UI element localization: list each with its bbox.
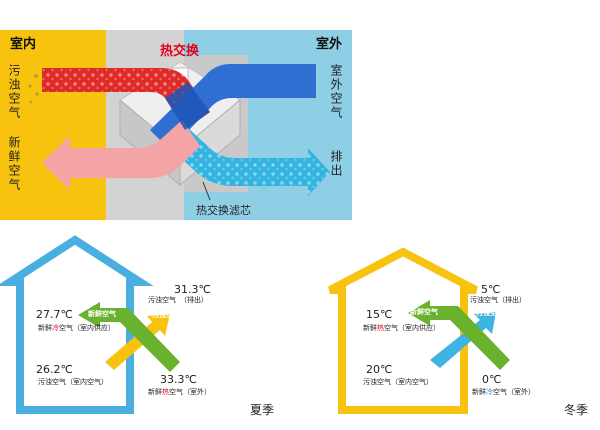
exhaust-flow-dots (168, 128, 330, 196)
summer-indoor-top-temp: 27.7℃ (36, 308, 73, 321)
summer-outdoor-bottom-temp: 33.3℃ (160, 373, 197, 386)
summer-outdoor-bottom-text-c: 空气（室外） (169, 388, 211, 396)
winter-dirty-arrow (430, 312, 496, 368)
filter-label: 热交换滤芯 (196, 204, 251, 217)
summer-fresh-arrow-label: 新鲜空气 (88, 310, 116, 318)
summer-indoor-top-text-c: 空气（室内供应） (59, 324, 115, 332)
winter-indoor-top-text-c: 空气（室内供应） (384, 324, 440, 332)
winter-indoor-bottom-temp: 20℃ (366, 363, 393, 376)
winter-season-label: 冬季 (564, 403, 589, 417)
winter-indoor-top-text-b: 热 (377, 324, 384, 332)
winter-dirty-arrow-label: 污浊空气 (476, 309, 504, 317)
summer-outdoor-top-line2: （排出） (180, 296, 208, 304)
winter-outdoor-bottom-temp: 0℃ (482, 373, 502, 386)
winter-fresh-arrow-label: 新鲜空气 (410, 308, 438, 316)
summer-fresh-arrow (78, 302, 180, 372)
summer-season-label: 夏季 (250, 403, 275, 417)
summer-indoor-bottom-text: 污浊空气（室内空气） (38, 378, 108, 386)
summer-house (0, 235, 154, 414)
summer-indoor-bottom-temp: 26.2℃ (36, 363, 73, 376)
summer-outdoor-bottom-text-a: 新鲜 (148, 388, 162, 396)
indoor-panel (0, 30, 106, 220)
winter-fresh-arrow (408, 300, 510, 370)
fresh-air-flow-pink (42, 120, 200, 190)
summer-dirty-arrow-label: 污浊空气 (152, 311, 180, 319)
dirty-air-flow-dots (42, 68, 210, 130)
winter-indoor-top-text: 新鲜热空气（室内供应） (363, 325, 440, 332)
summer-indoor-top-text-a: 新鲜 (38, 324, 52, 332)
fresh-air-label: 新鲜空气 (7, 136, 21, 192)
dirty-air-dots (28, 74, 39, 104)
outdoor-label: 室外 (316, 37, 343, 52)
winter-outdoor-bottom-text-a: 新鲜 (472, 388, 486, 396)
winter-outdoor-top-temp: 5℃ (481, 283, 501, 296)
winter-indoor-top-temp: 15℃ (366, 308, 393, 321)
summer-outdoor-bottom-text: 新鲜热空气（室外） (148, 389, 211, 396)
winter-outdoor-top-text: 污浊空气（排出） (470, 296, 526, 304)
exchange-overlap (165, 82, 210, 130)
filter-pointer (202, 181, 211, 201)
summer-outdoor-bottom-text-b: 热 (162, 388, 169, 396)
outdoor-air-label: 室外空气 (329, 64, 343, 120)
summer-indoor-top-text: 新鲜冷空气（室内供应） (38, 325, 115, 332)
summer-outdoor-top-line1: 污浊空气 (148, 296, 176, 304)
summer-outdoor-top-temp: 31.3℃ (174, 283, 211, 296)
winter-outdoor-bottom-text-c: 空气（室外） (493, 388, 535, 396)
dirty-air-label: 污浊空气 (7, 64, 21, 120)
exhaust-label: 排出 (329, 150, 343, 178)
winter-indoor-top-text-a: 新鲜 (363, 324, 377, 332)
indoor-label: 室内 (10, 37, 37, 52)
summer-indoor-top-text-b: 冷 (52, 324, 59, 332)
summer-dirty-arrow (105, 314, 170, 370)
outdoor-air-flow-blue (150, 64, 316, 150)
winter-house (328, 247, 478, 414)
winter-outdoor-bottom-text: 新鲜冷空气（室外） (472, 389, 535, 396)
winter-indoor-bottom-text: 污浊空气（室内空气） (363, 378, 433, 386)
winter-outdoor-bottom-text-b: 冷 (486, 388, 493, 396)
exchange-title: 热交换 (160, 44, 200, 59)
